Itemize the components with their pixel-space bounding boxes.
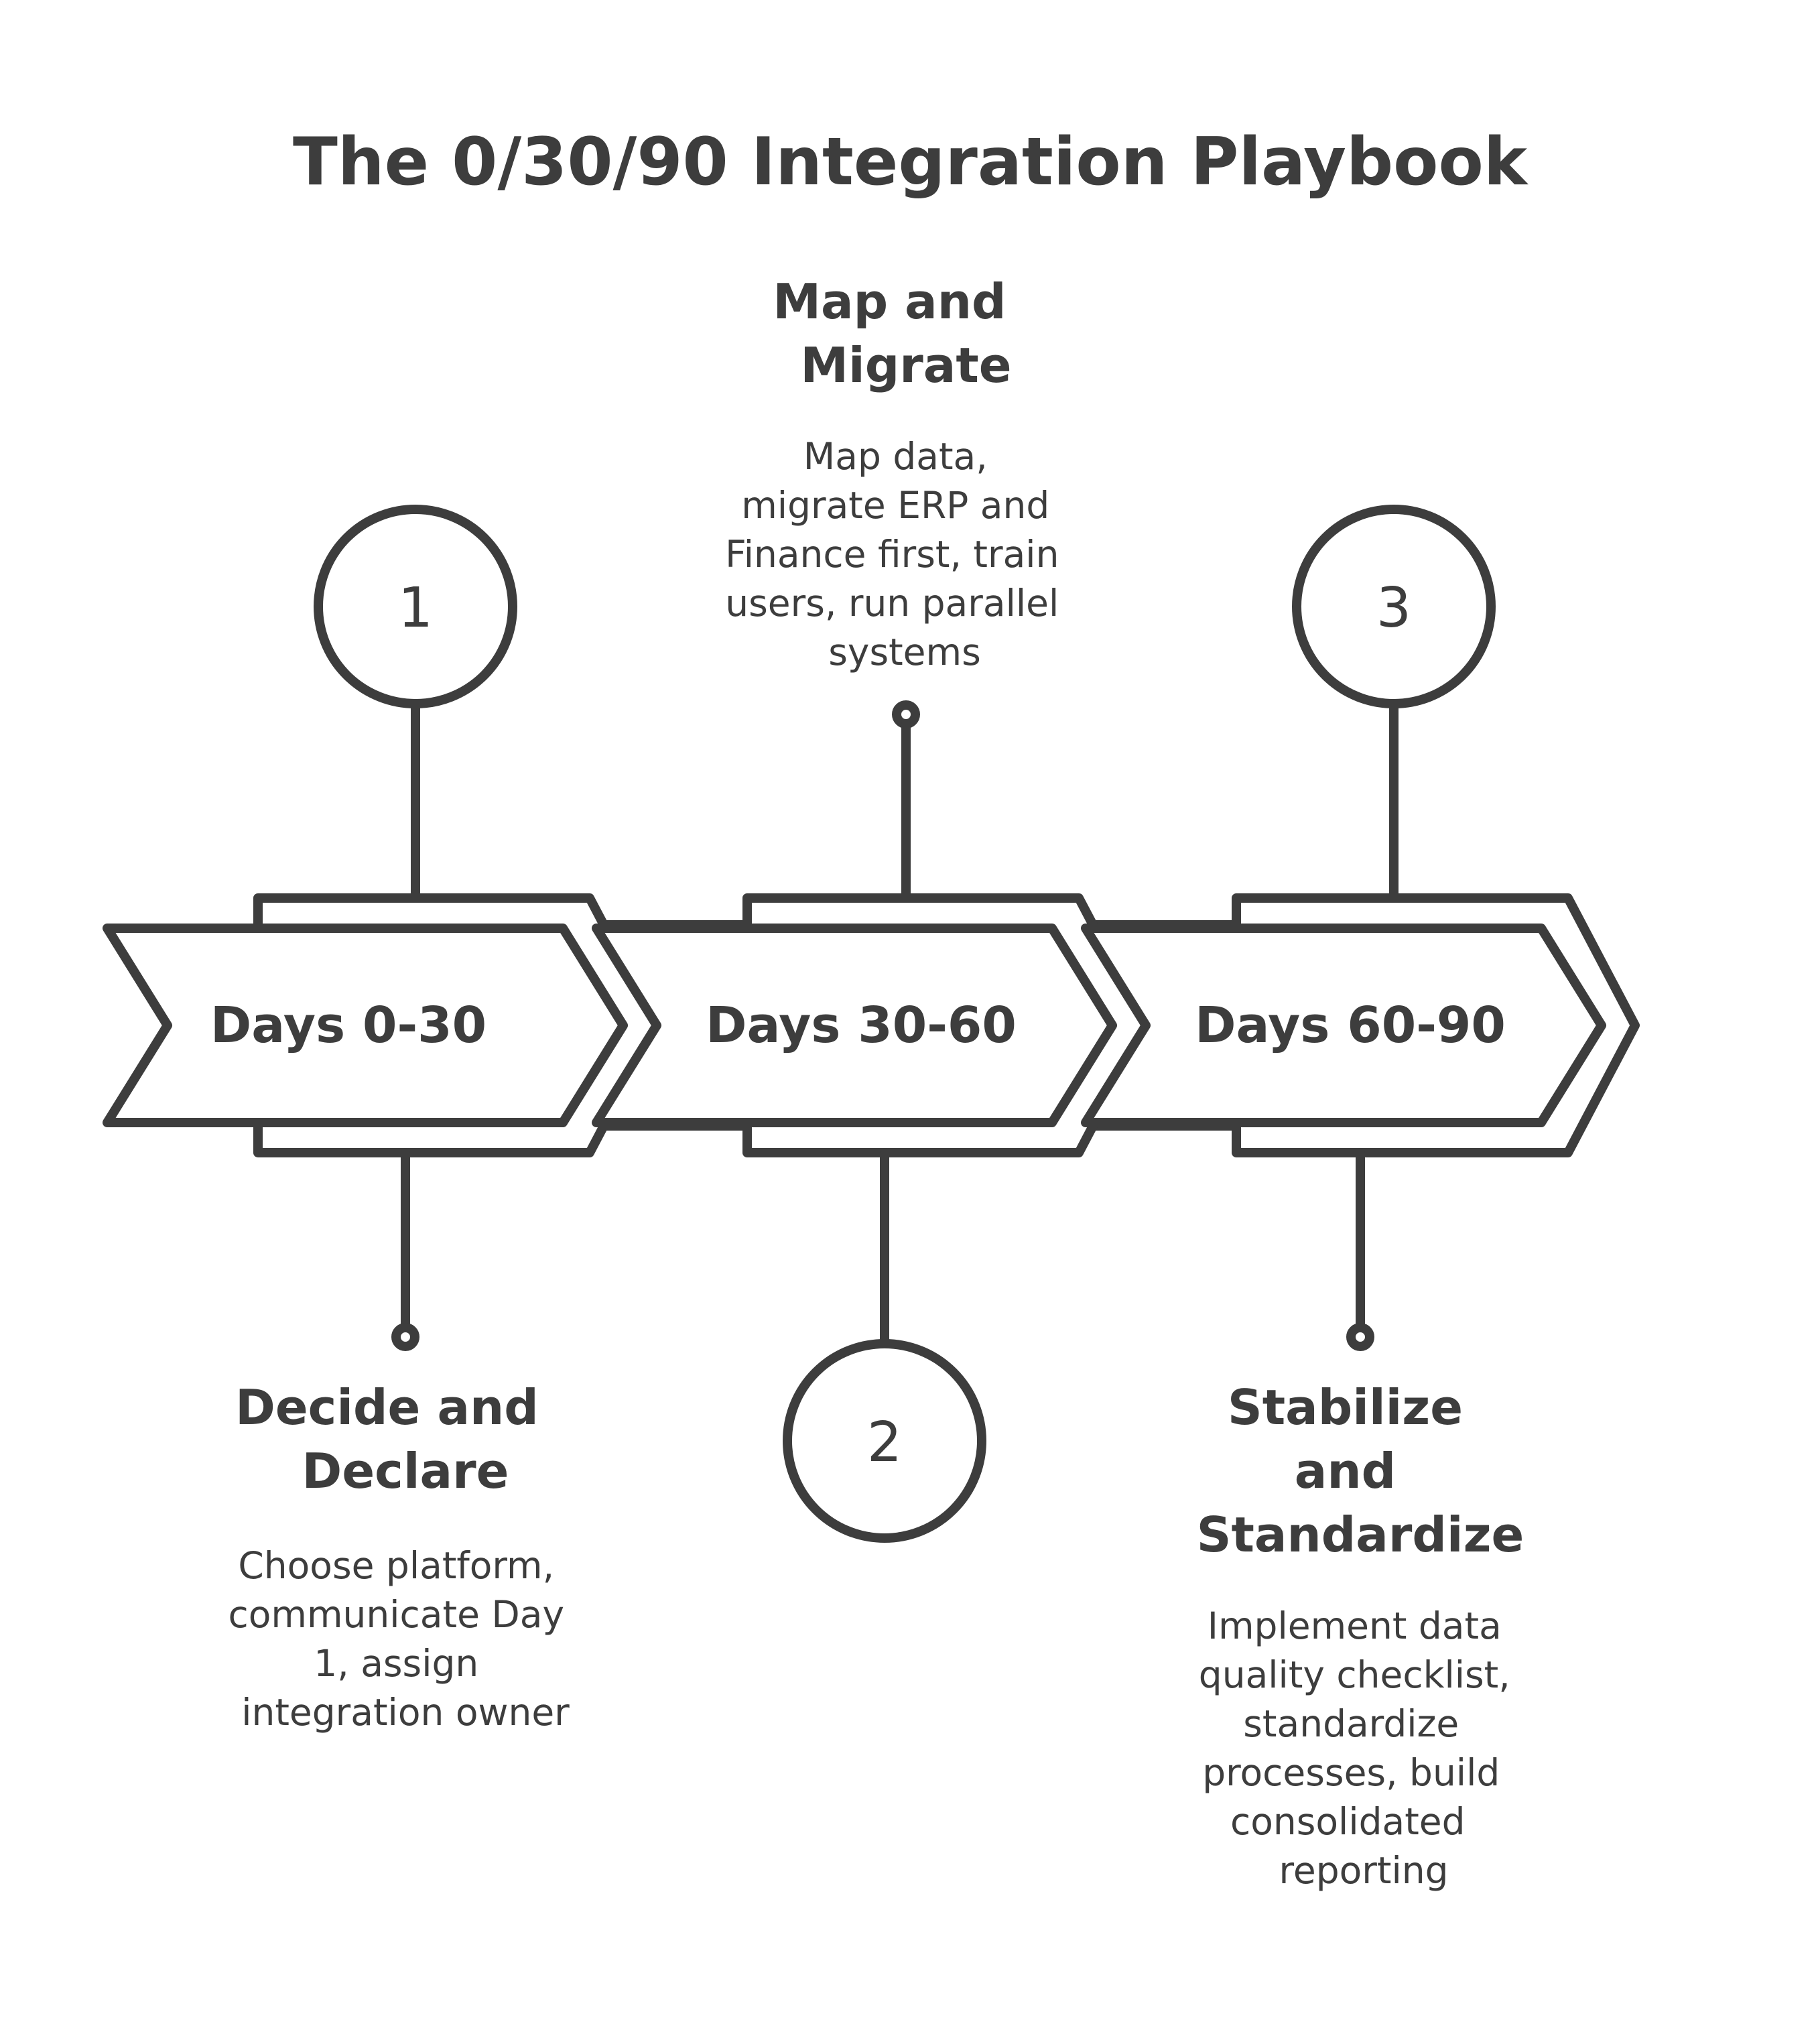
phase-description: Choose platform, communicate Day 1, assi… <box>229 1544 576 1734</box>
phase-heading: Stabilize and Standardize <box>1197 1379 1524 1563</box>
phase-range-label: Days 60-90 <box>1195 997 1506 1054</box>
description-line: reporting <box>1279 1849 1448 1892</box>
phase-arrow <box>103 924 628 1127</box>
description-line: Finance first, train <box>725 533 1059 576</box>
step-number: 2 <box>867 1411 902 1474</box>
phase-2: Map and Migrate Map data, migrate ERP an… <box>592 273 1151 1543</box>
description-line: Choose platform, <box>238 1544 554 1587</box>
step-number: 3 <box>1376 576 1411 640</box>
diagram-title: The 0/30/90 Integration Playbook <box>293 124 1529 200</box>
phase-description: Map data, migrate ERP and Finance first,… <box>725 435 1071 674</box>
description-line: integration owner <box>241 1691 570 1734</box>
step-number-circle <box>783 1339 986 1543</box>
description-line: Map data, <box>803 435 988 478</box>
heading-line: Declare <box>302 1443 509 1499</box>
phase-3: 3 Days 60-90 Stabilize and Standardize I… <box>1081 505 1640 1892</box>
phase-range-label: Days 0-30 <box>210 997 486 1054</box>
connector-dot <box>391 1323 419 1351</box>
heading-line: Migrate <box>800 337 1011 393</box>
description-line: quality checklist, <box>1199 1653 1510 1696</box>
heading-line: and <box>1295 1443 1396 1499</box>
heading-line: Decide and <box>235 1379 539 1436</box>
description-line: processes, build <box>1202 1751 1500 1794</box>
description-line: consolidated <box>1230 1800 1466 1843</box>
phase-arrow <box>1081 924 1606 1127</box>
phase-heading: Map and Migrate <box>773 273 1023 393</box>
heading-line: Standardize <box>1197 1507 1524 1563</box>
heading-line: Map and <box>773 273 1006 330</box>
phase-heading: Decide and Declare <box>235 1379 556 1499</box>
description-line: 1, assign <box>314 1642 478 1685</box>
step-number: 1 <box>398 576 433 640</box>
description-line: communicate Day <box>229 1593 564 1636</box>
connector-dot <box>1346 1323 1374 1351</box>
description-line: migrate ERP and <box>741 484 1049 527</box>
description-line: users, run parallel <box>725 582 1059 625</box>
step-number-circle <box>1292 505 1496 708</box>
heading-line: Stabilize <box>1228 1379 1463 1436</box>
phase-1: 1 Days 0-30 Decide and Declare Choose pl… <box>103 505 661 1734</box>
description-line: standardize <box>1243 1702 1459 1745</box>
step-number-circle <box>314 505 517 708</box>
phase-description: Implement data quality checklist, standa… <box>1199 1604 1522 1892</box>
description-line: Implement data <box>1208 1604 1502 1647</box>
phase-range-label: Days 30-60 <box>706 997 1017 1054</box>
description-line: systems <box>828 631 981 674</box>
phase-arrow <box>592 924 1117 1127</box>
